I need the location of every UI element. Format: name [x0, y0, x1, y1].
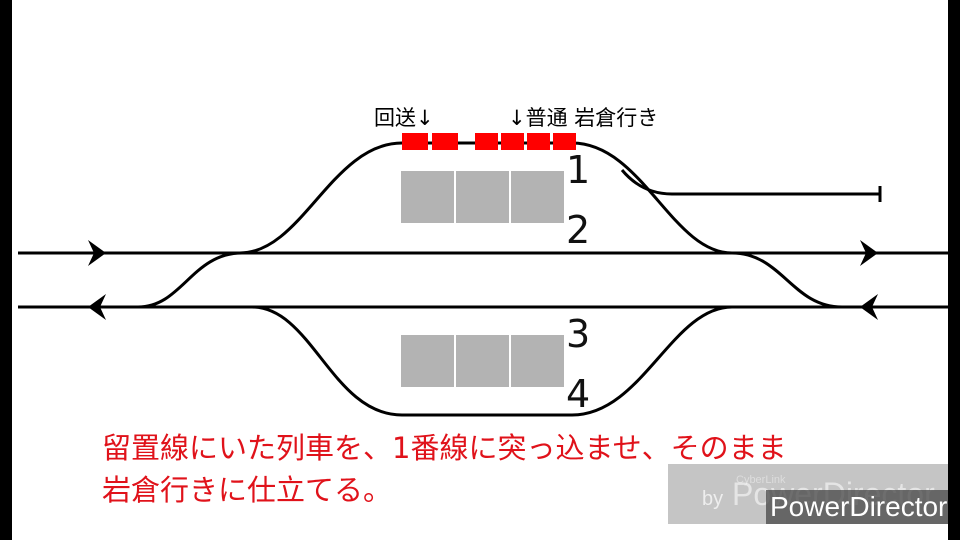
track-4	[251, 305, 733, 417]
watermark-by: by	[702, 488, 724, 510]
platform-lower-car-1	[399, 333, 456, 389]
track-number-1: 1	[566, 148, 591, 192]
stub-track	[620, 169, 880, 196]
arrow-upper-left	[88, 240, 106, 266]
local-car-2	[501, 133, 524, 150]
track-diagram	[18, 133, 948, 417]
local-car-1	[475, 133, 498, 150]
platform-upper-car-2	[454, 169, 511, 225]
local-train-label: ↓普通 岩倉行き	[508, 106, 659, 130]
platform-lower-car-3	[509, 333, 566, 389]
watermark-powerdirector: PowerDirector	[766, 490, 948, 524]
platform-upper-car-3	[509, 169, 566, 225]
track-number-3: 3	[566, 312, 591, 356]
arrow-upper-right	[860, 240, 878, 266]
diagram-canvas: 回送↓ ↓普通 岩倉行き 1 2 3 4 留置線にいた列車を、1番線に突っ込ませ…	[12, 0, 948, 540]
platform-lower-car-2	[454, 333, 511, 389]
caption-line-2: 岩倉行きに仕立てる。	[102, 473, 393, 507]
deadhead-label: 回送↓	[374, 106, 434, 130]
crossover-right	[731, 251, 843, 309]
track-number-4: 4	[566, 372, 591, 416]
deadhead-car-2	[432, 133, 458, 150]
platform-upper-car-1	[399, 169, 456, 225]
watermark-cyberlink: CyberLink	[736, 474, 786, 486]
local-car-4	[553, 133, 576, 150]
crossover-left	[137, 251, 243, 309]
track-number-2: 2	[566, 208, 591, 252]
arrow-lower-right	[860, 294, 878, 320]
arrow-lower-left	[88, 294, 106, 320]
caption-line-1: 留置線にいた列車を、1番線に突っ込ませ、そのまま	[102, 431, 787, 465]
deadhead-car-1	[402, 133, 428, 150]
local-car-3	[527, 133, 550, 150]
